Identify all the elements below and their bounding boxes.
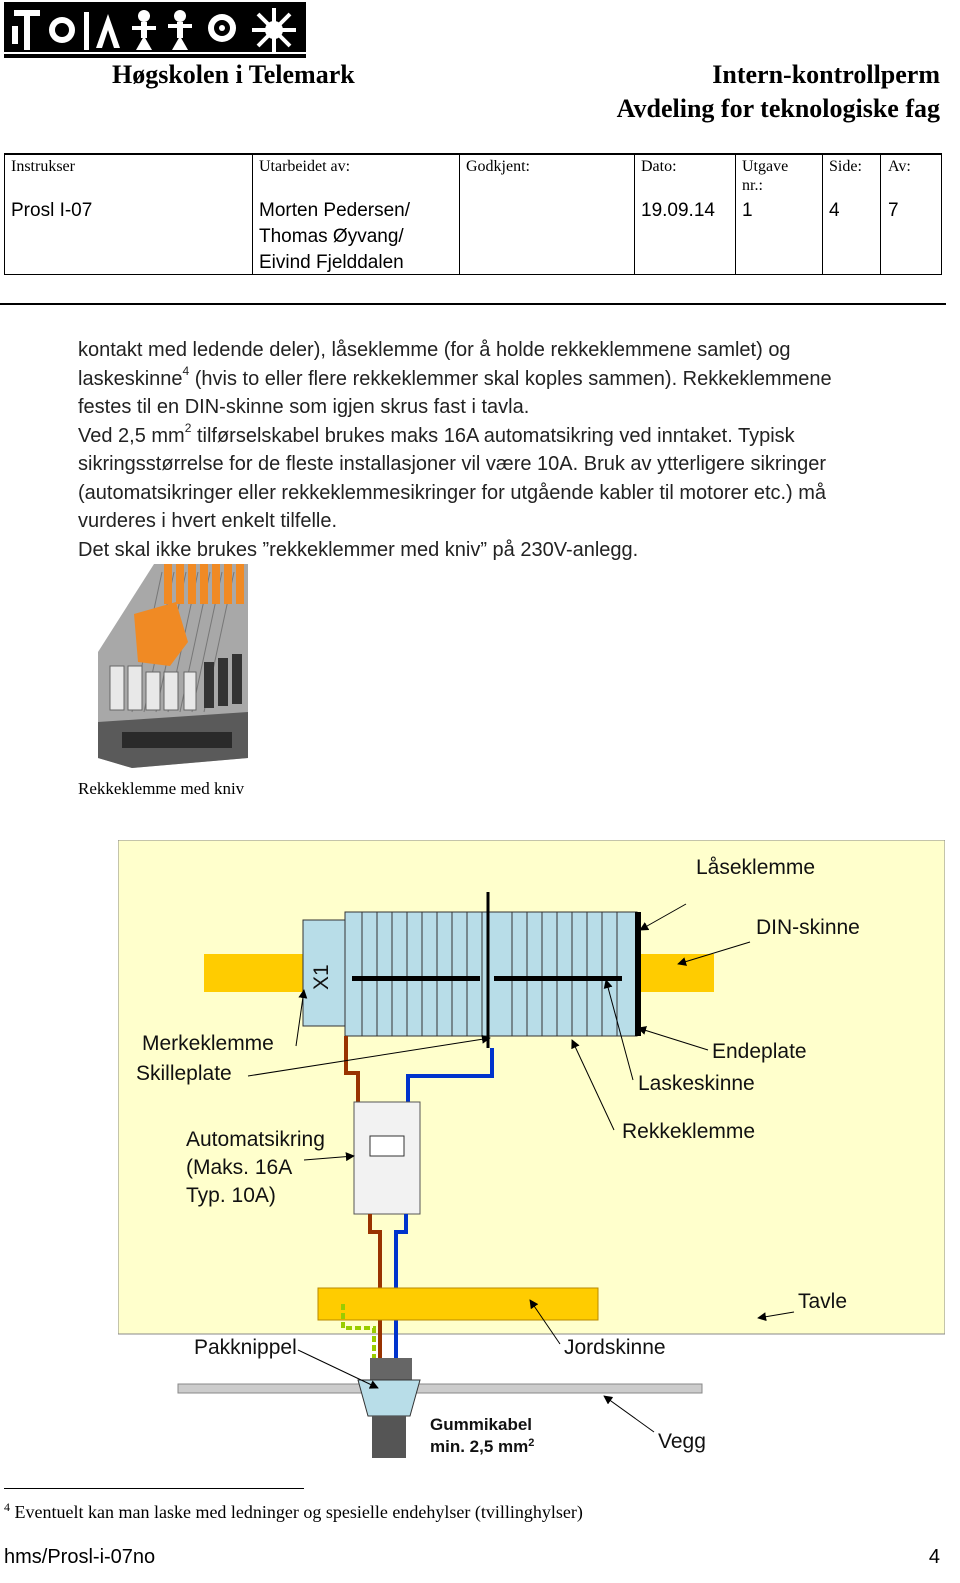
label-jordskinne: Jordskinne (564, 1336, 666, 1359)
value-side: 4 (829, 200, 840, 221)
footer-doc-id: hms/Prosl-i-07no (4, 1546, 156, 1568)
footnote-number: 4 (4, 1500, 10, 1514)
terminal-diagram: X1 Låseklemme DIN-ski (118, 840, 945, 1458)
body-line: laskeskinne4 (hvis to eller flere rekkek… (78, 365, 948, 394)
wall (177, 1383, 703, 1394)
body-line: sikringsstørrelse for de fleste installa… (78, 453, 827, 475)
label-laseklemme: Låseklemme (696, 856, 815, 879)
header-instrukser: Instrukser (11, 158, 75, 175)
label-gummikabel-size: min. 2,5 mm2 (430, 1437, 534, 1456)
circuit-breaker (353, 1101, 421, 1215)
body-line: (automatsikringer eller rekkeklemmesikri… (78, 481, 827, 504)
brown-wire (344, 1036, 360, 1102)
header-utarbeidet: Utarbeidet av: (259, 158, 351, 175)
table-divider (252, 153, 253, 275)
table-divider (634, 153, 635, 275)
table-bottom-border (4, 274, 942, 275)
label-gummikabel: Gummikabel (430, 1415, 532, 1434)
table-divider (880, 153, 881, 275)
document-type: Intern-kontrollperm (712, 60, 940, 89)
footnote-ref: 4 (182, 363, 190, 378)
label-tavle: Tavle (798, 1290, 847, 1313)
label-automatsikring-typ: Typ. 10A) (186, 1184, 276, 1207)
jumper-bar (494, 976, 622, 981)
label-automatsikring-max: (Maks. 16A (186, 1156, 292, 1179)
end-plate (635, 912, 641, 1036)
department-name: Avdeling for teknologiske fag (616, 94, 940, 123)
body-line: festes til en DIN-skinne som igjen skrus… (78, 396, 530, 418)
terminal-block-photo (92, 562, 248, 774)
photo-caption: Rekkeklemme med kniv (78, 779, 245, 798)
earth-wire (341, 1304, 376, 1360)
leader-lines (247, 903, 795, 1433)
body-text-span: laskeskinne (78, 367, 183, 390)
table-divider (822, 153, 823, 275)
cable-gland (357, 1379, 421, 1417)
institution-name: Høgskolen i Telemark (112, 60, 355, 89)
table-divider (735, 153, 736, 275)
footer-page-number: 4 (928, 1546, 940, 1568)
value-av: 7 (888, 200, 899, 221)
label-automatsikring: Automatsikring (186, 1128, 325, 1151)
jumper-bar (352, 976, 480, 981)
value-dato: 19.09.14 (641, 200, 715, 221)
value-utgave: 1 (742, 200, 753, 221)
label-din-skinne: DIN-skinne (756, 916, 860, 939)
label-skilleplate: Skilleplate (136, 1062, 232, 1085)
value-utarbeidet-2: Thomas Øyvang/ (259, 226, 404, 247)
table-top-border (4, 153, 942, 155)
table-divider (459, 153, 460, 275)
body-line: Ved 2,5 mm2 tilførselskabel brukes maks … (78, 422, 948, 451)
body-line: Det skal ikke brukes ”rekkeklemmer med k… (78, 538, 639, 561)
footnote: 4 Eventuelt kan man laske med ledninger … (4, 1500, 583, 1523)
terminal-block-group: X1 (302, 892, 641, 1048)
terminal-strip (344, 911, 638, 1037)
label-laskeskinne: Laskeskinne (638, 1072, 755, 1095)
earth-bar (317, 1287, 599, 1321)
superscript: 2 (184, 420, 192, 435)
blue-wire (406, 1048, 494, 1102)
breaker-toggle (369, 1135, 405, 1157)
value-instrukser: Prosl I-07 (11, 200, 93, 221)
table-divider (941, 153, 942, 275)
header-godkjent: Godkjent: (466, 158, 530, 175)
label-vegg: Vegg (658, 1430, 706, 1453)
marker-terminal (302, 919, 346, 1027)
body-text-span: Ved 2,5 mm (78, 424, 185, 447)
header-side: Side: (829, 158, 862, 175)
terminal-id-label: X1 (310, 964, 333, 990)
value-utarbeidet-1: Morten Pedersen/ (259, 200, 411, 221)
body-text-span: (hvis to eller flere rekkeklemmer skal k… (189, 367, 832, 390)
label-pakknippel: Pakknippel (194, 1336, 297, 1359)
body-text-span: tilførselskabel brukes maks 16A automats… (191, 424, 795, 447)
header-av: Av: (888, 158, 911, 175)
header-utgave-line2: nr.: (742, 177, 763, 194)
section-divider (0, 303, 946, 305)
body-paragraph: kontakt med ledende deler), låseklemme (… (78, 336, 948, 564)
label-endeplate: Endeplate (712, 1040, 807, 1063)
rubber-cable (372, 1416, 406, 1458)
footnote-separator (4, 1488, 304, 1489)
value-utarbeidet-3: Eivind Fjelddalen (259, 252, 404, 273)
table-divider (4, 153, 5, 275)
institution-logo (4, 2, 306, 58)
header-dato: Dato: (641, 158, 677, 175)
body-line: vurderes i hvert enkelt tilfelle. (78, 510, 338, 532)
footnote-text: Eventuelt kan man laske med ledninger og… (14, 1502, 583, 1522)
label-rekkeklemme: Rekkeklemme (622, 1120, 755, 1143)
body-line: kontakt med ledende deler), låseklemme (… (78, 339, 791, 361)
header-utgave: Utgave (742, 158, 789, 175)
label-merkeklemme: Merkeklemme (142, 1032, 274, 1055)
